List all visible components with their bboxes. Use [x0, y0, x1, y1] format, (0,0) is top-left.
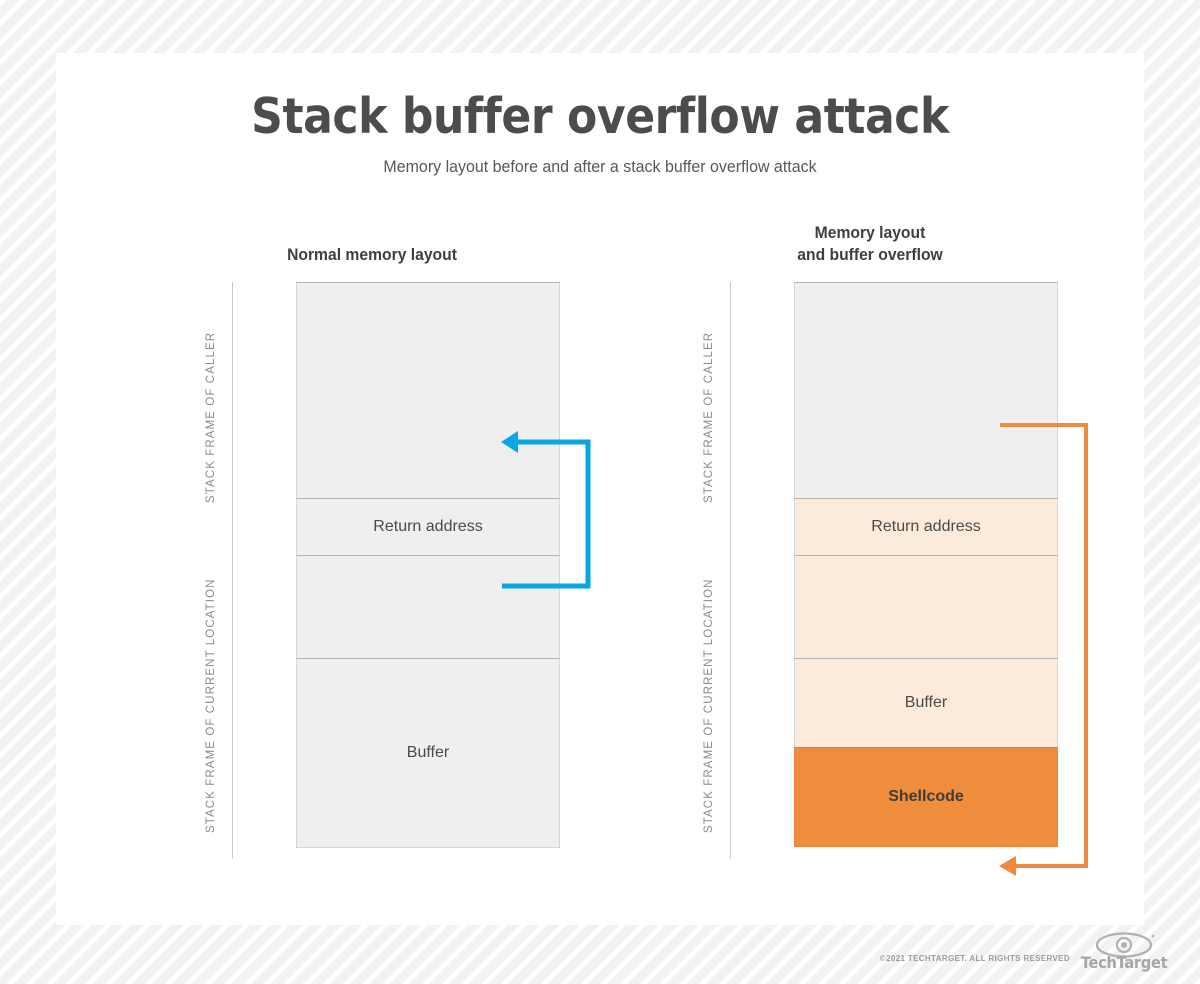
axis-label-stack-frame-of-caller-overflow: STACK FRAME OF CALLER	[703, 331, 715, 504]
axis-label-stack-frame-of-caller-normal: STACK FRAME OF CALLER	[205, 331, 217, 504]
memory-segment-caller-empty-overflow	[794, 282, 1058, 499]
column-heading-overflow-line1: Memory layout	[814, 224, 926, 242]
overwritten-return-pointer-arrowhead-overflow	[999, 856, 1016, 876]
axis-label-stack-frame-of-current-location-normal: STACK FRAME OF CURRENT LOCATION	[205, 578, 217, 834]
axis-rule-normal	[232, 282, 233, 859]
page-subtitle: Memory layout before and after a stack b…	[383, 157, 817, 176]
column-heading-overflow-line2: and buffer overflow	[797, 246, 943, 264]
column-heading-normal: Normal memory layout	[287, 246, 457, 264]
axis-rule-overflow	[730, 282, 731, 859]
diagram-card: Stack buffer overflow attack Memory layo…	[56, 53, 1144, 925]
techtarget-wordmark: TechTarget	[1080, 953, 1168, 972]
memory-segment-return-address-overflow: Return address	[794, 498, 1058, 556]
memory-segment-current-empty-normal	[296, 555, 560, 659]
axis-label-stack-frame-of-current-location-overflow: STACK FRAME OF CURRENT LOCATION	[703, 578, 715, 834]
footer: ©2021 TECHTARGET. ALL RIGHTS RESERVED Te…	[0, 925, 1200, 984]
memory-segment-buffer-normal: Buffer	[296, 658, 560, 848]
column-heading-overflow: Memory layout and buffer overflow	[745, 222, 996, 266]
memory-segment-buffer-overflow: Buffer	[794, 658, 1058, 748]
techtarget-logo: TechTarget	[1076, 932, 1172, 974]
memory-segment-caller-empty-normal	[296, 282, 560, 499]
page-title: Stack buffer overflow attack	[251, 88, 949, 145]
memory-segment-current-empty-overflow	[794, 555, 1058, 659]
eye-icon	[1095, 932, 1155, 958]
memory-segment-shellcode-overflow: Shellcode	[794, 747, 1058, 847]
copyright-text: ©2021 TECHTARGET. ALL RIGHTS RESERVED	[879, 954, 1070, 963]
memory-segment-return-address-normal: Return address	[296, 498, 560, 556]
memory-stack-overflow: Return address Buffer Shellcode	[794, 282, 1058, 847]
memory-stack-normal: Return address Buffer	[296, 282, 560, 848]
